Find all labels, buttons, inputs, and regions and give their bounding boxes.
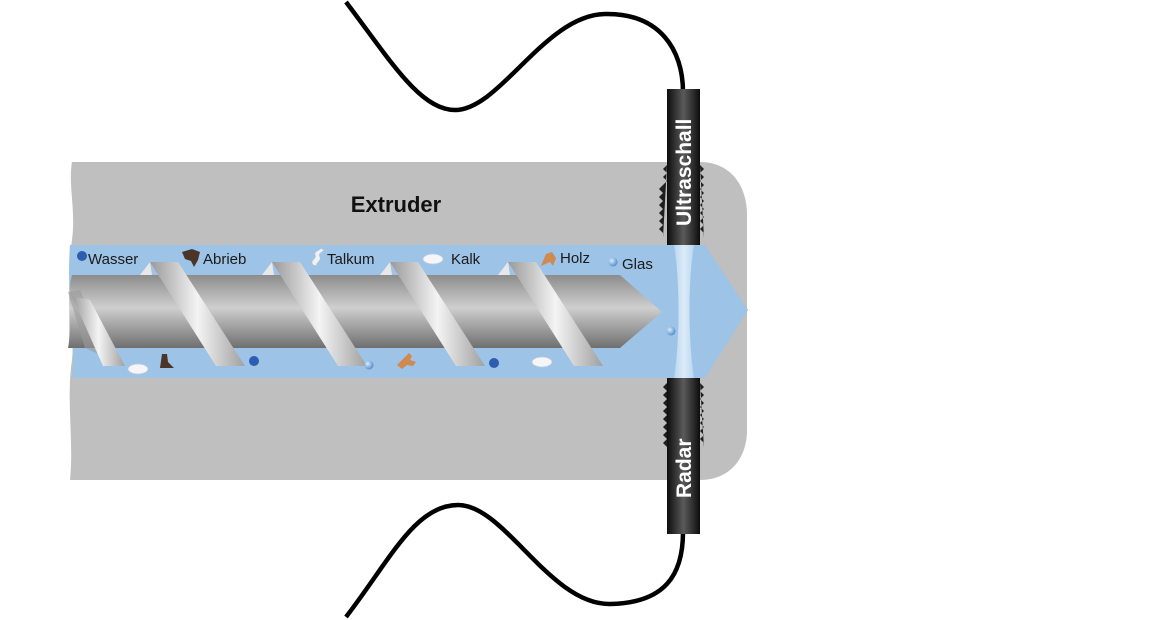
material-label-abrieb: Abrieb — [203, 251, 246, 268]
wood-particle-icon — [397, 353, 416, 369]
lime-particle-icon — [422, 253, 444, 265]
sensor-beam — [674, 245, 694, 378]
material-label-holz: Holz — [560, 250, 590, 267]
lime-particle-icon — [531, 356, 553, 368]
ultraschall-sensor: Ultraschall — [659, 89, 704, 245]
melt-particles — [127, 326, 676, 375]
material-label-kalk: Kalk — [451, 251, 481, 268]
material-legend: Wasser Abrieb Talkum Kalk Holz Glas — [77, 247, 653, 273]
abrasion-particle-icon — [160, 354, 174, 368]
water-drop-icon — [249, 356, 259, 366]
radar-cable — [344, 502, 686, 619]
abrasion-particle-icon — [182, 249, 200, 267]
material-label-glas: Glas — [622, 256, 653, 273]
ultraschall-label: Ultraschall — [673, 119, 696, 226]
talc-particle-icon — [311, 247, 325, 267]
water-drop-icon — [489, 358, 499, 368]
water-drop-icon — [77, 251, 87, 261]
radar-label: Radar — [673, 438, 696, 498]
screw-flights — [68, 262, 603, 366]
wood-particle-icon — [541, 252, 556, 266]
extruder-title: Extruder — [351, 192, 442, 217]
lime-particle-icon — [127, 363, 149, 375]
material-label-talkum: Talkum — [327, 251, 375, 268]
glass-bead-icon — [608, 257, 618, 267]
radar-sensor: Radar — [663, 378, 704, 534]
ultraschall-cable — [344, 0, 686, 113]
material-label-wasser: Wasser — [88, 251, 138, 268]
glass-bead-icon — [364, 360, 374, 370]
glass-bead-icon — [666, 326, 676, 336]
